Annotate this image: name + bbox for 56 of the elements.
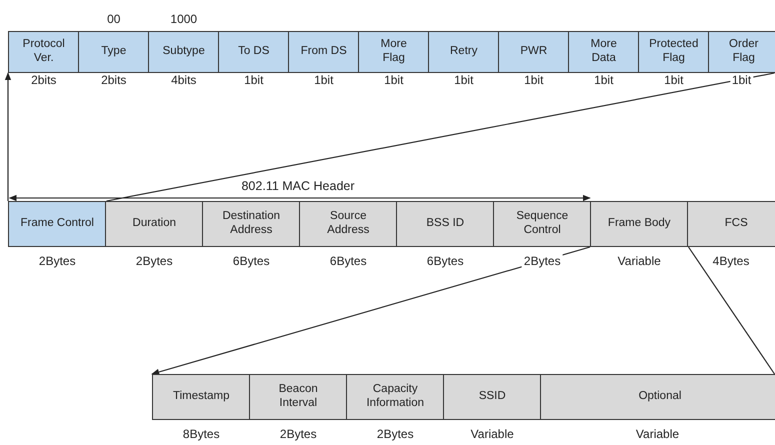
field-cell: Order Flag	[708, 31, 775, 73]
field-size: 2Bytes	[374, 427, 416, 441]
field-size: 6Bytes	[230, 254, 272, 268]
field-cell: PWR	[498, 31, 570, 73]
field-cell: From DS	[288, 31, 360, 73]
double-arrow	[8, 194, 591, 202]
field-cell: Optional	[540, 374, 775, 420]
field-cell: Sequence Control	[493, 201, 592, 247]
field-size: 2Bytes	[36, 254, 78, 268]
connector-line	[688, 246, 775, 374]
field-size: 6Bytes	[328, 254, 369, 268]
field-size: Variable	[634, 427, 682, 441]
field-cell: Protocol Ver.	[8, 31, 80, 73]
field-cell: Retry	[428, 31, 500, 73]
field-size: 1bit	[452, 73, 476, 87]
connector-line	[106, 72, 775, 202]
field-size: 2bits	[29, 73, 58, 87]
field-cell: Frame Body	[590, 201, 688, 247]
field-cell: Type	[78, 31, 150, 73]
field-cell: To DS	[218, 31, 290, 73]
field-size: 1bit	[242, 73, 266, 87]
field-size: 2Bytes	[522, 254, 563, 268]
field-size: 2Bytes	[134, 254, 175, 268]
field-value: 1000	[168, 12, 200, 26]
field-size: 6Bytes	[424, 254, 466, 268]
field-size: 8Bytes	[180, 427, 222, 441]
field-cell: Capacity Information	[346, 374, 444, 420]
field-value: 00	[105, 12, 122, 26]
field-cell: More Flag	[358, 31, 430, 73]
field-cell: SSID	[443, 374, 542, 420]
field-size: 1bit	[592, 73, 616, 87]
field-size: 2Bytes	[278, 427, 319, 441]
field-cell: FCS	[687, 201, 775, 247]
field-size: Variable	[616, 254, 663, 268]
field-size: 1bit	[382, 73, 406, 87]
field-cell: Protected Flag	[638, 31, 710, 73]
field-size: 1bit	[662, 73, 686, 87]
field-size: Variable	[468, 427, 516, 441]
field-cell: More Data	[568, 31, 640, 73]
field-cell: Duration	[105, 201, 204, 247]
field-size: 1bit	[730, 73, 754, 87]
arrow	[4, 72, 12, 201]
field-cell: Beacon Interval	[249, 374, 348, 420]
field-cell: Frame Control	[8, 201, 106, 247]
field-size: 4Bytes	[710, 254, 752, 268]
field-cell: Subtype	[148, 31, 220, 73]
edge-label: 802.11 MAC Header	[239, 179, 357, 193]
field-cell: Timestamp	[152, 374, 250, 420]
field-size: 2bits	[99, 73, 128, 87]
field-cell: BSS ID	[396, 201, 494, 247]
arrow	[151, 246, 590, 376]
field-size: 4bits	[169, 73, 198, 87]
field-size: 1bit	[312, 73, 336, 87]
field-cell: Source Address	[299, 201, 398, 247]
field-cell: Destination Address	[202, 201, 300, 247]
field-size: 1bit	[522, 73, 546, 87]
